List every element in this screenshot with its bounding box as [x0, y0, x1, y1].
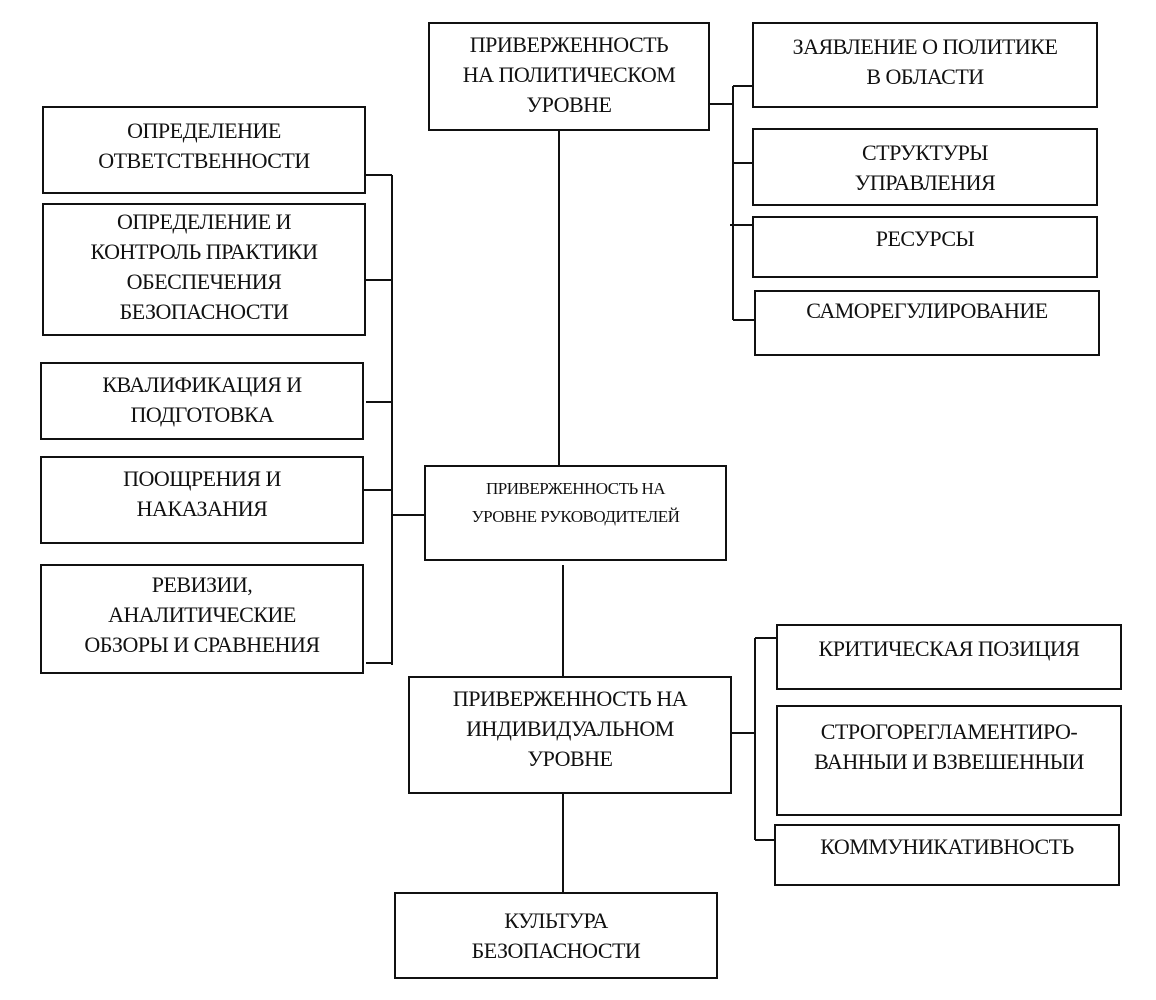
node-management-structures-label: СТРУКТУРЫ УПРАВЛЕНИЯ: [854, 140, 996, 195]
node-resources-label: РЕСУРСЫ: [875, 226, 975, 251]
node-political-level-label: ПРИВЕРЖЕННОСТЬ НА ПОЛИТИЧЕСКОМ УРОВНЕ: [462, 32, 676, 117]
node-rewards-penalties: ПООЩРЕНИЯ И НАКАЗАНИЯ: [40, 456, 364, 544]
node-managers-level-label: ПРИВЕРЖЕННОСТЬ НА УРОВНЕ РУКОВОДИТЕЛЕЙ: [471, 479, 680, 526]
node-safety-practice-control: ОПРЕДЕЛЕНИЕ И КОНТРОЛЬ ПРАКТИКИ ОБЕСПЕЧЕ…: [42, 203, 366, 336]
node-individual-level-label: ПРИВЕРЖЕННОСТЬ НА ИНДИВИДУАЛЬНОМ УРОВНЕ: [452, 686, 688, 771]
node-political-level: ПРИВЕРЖЕННОСТЬ НА ПОЛИТИЧЕСКОМ УРОВНЕ: [428, 22, 710, 131]
node-safety-culture-label: КУЛЬТУРА БЕЗОПАСНОСТИ: [471, 908, 641, 963]
node-qualification-training-label: КВАЛИФИКАЦИЯ И ПОДГОТОВКА: [102, 372, 302, 427]
node-individual-level: ПРИВЕРЖЕННОСТЬ НА ИНДИВИДУАЛЬНОМ УРОВНЕ: [408, 676, 732, 794]
node-audits-reviews: РЕВИЗИИ, АНАЛИТИЧЕСКИЕ ОБЗОРЫ И СРАВНЕНИ…: [40, 564, 364, 674]
node-responsibility-definition: ОПРЕДЕЛЕНИЕ ОТВЕТСТВЕННОСТИ: [42, 106, 366, 194]
node-rewards-penalties-label: ПООЩРЕНИЯ И НАКАЗАНИЯ: [123, 466, 281, 521]
node-resources: РЕСУРСЫ: [752, 216, 1098, 278]
node-critical-position: КРИТИЧЕСКАЯ ПОЗИЦИЯ: [776, 624, 1122, 690]
node-self-regulation-label: САМОРЕГУЛИРОВАНИЕ: [806, 298, 1048, 323]
node-responsibility-definition-label: ОПРЕДЕЛЕНИЕ ОТВЕТСТВЕННОСТИ: [98, 118, 310, 173]
node-self-regulation: САМОРЕГУЛИРОВАНИЕ: [754, 290, 1100, 356]
node-communicativeness-label: КОММУНИКАТИВНОСТЬ: [820, 834, 1074, 859]
node-management-structures: СТРУКТУРЫ УПРАВЛЕНИЯ: [752, 128, 1098, 206]
node-audits-reviews-label: РЕВИЗИИ, АНАЛИТИЧЕСКИЕ ОБЗОРЫ И СРАВНЕНИ…: [84, 572, 320, 657]
node-qualification-training: КВАЛИФИКАЦИЯ И ПОДГОТОВКА: [40, 362, 364, 440]
node-safety-culture: КУЛЬТУРА БЕЗОПАСНОСТИ: [394, 892, 718, 979]
node-regulated-balanced-label: СТРОГОРЕГЛАМЕНТИРО- ВАННЫИ И ВЗВЕШЕННЫИ: [814, 719, 1084, 774]
node-policy-statement-label: ЗАЯВЛЕНИЕ О ПОЛИТИКЕ В ОБЛАСТИ: [792, 34, 1058, 89]
node-critical-position-label: КРИТИЧЕСКАЯ ПОЗИЦИЯ: [818, 636, 1080, 661]
node-policy-statement: ЗАЯВЛЕНИЕ О ПОЛИТИКЕ В ОБЛАСТИ: [752, 22, 1098, 108]
node-managers-level: ПРИВЕРЖЕННОСТЬ НА УРОВНЕ РУКОВОДИТЕЛЕЙ: [424, 465, 727, 561]
node-safety-practice-control-label: ОПРЕДЕЛЕНИЕ И КОНТРОЛЬ ПРАКТИКИ ОБЕСПЕЧЕ…: [90, 209, 318, 324]
node-communicativeness: КОММУНИКАТИВНОСТЬ: [774, 824, 1120, 886]
node-regulated-balanced: СТРОГОРЕГЛАМЕНТИРО- ВАННЫИ И ВЗВЕШЕННЫИ: [776, 705, 1122, 816]
